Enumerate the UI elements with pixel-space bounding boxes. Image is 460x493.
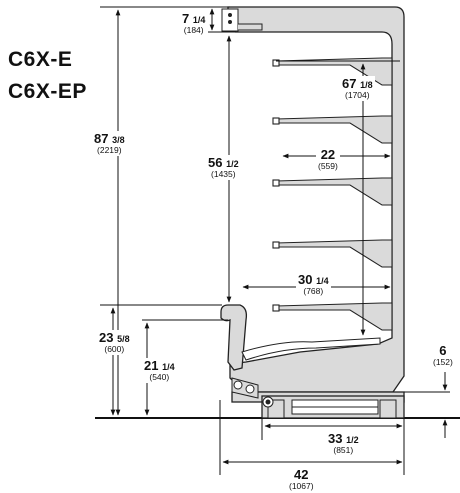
canopy-light xyxy=(221,8,263,32)
dim-display-opening: 56 1/2 (1435) xyxy=(206,155,241,180)
dim-deck-height: 21 1/4 (540) xyxy=(142,358,177,383)
shelf xyxy=(275,239,393,268)
dim-shelf-height: 67 1/8 (1704) xyxy=(340,76,375,101)
shelf xyxy=(275,302,393,331)
shelf-price-rail xyxy=(272,117,280,125)
dim-deck-depth: 30 1/4 (768) xyxy=(296,272,331,297)
dim-overall-depth: 42 (1067) xyxy=(287,467,316,492)
shelf-price-rail xyxy=(272,59,280,67)
dim-base-offset: 6 (152) xyxy=(431,343,455,368)
pipe-detail xyxy=(231,377,259,399)
dim-bumper-height: 23 5/8 (600) xyxy=(97,330,132,355)
dim-top-canopy: 7 1/4 (184) xyxy=(180,11,208,36)
dim-shelf-depth: 22 (559) xyxy=(316,147,340,172)
shelf-price-rail xyxy=(272,304,280,312)
shelf-price-rail xyxy=(272,241,280,249)
dim-overall-height: 87 3/8 (2219) xyxy=(92,131,127,156)
model-name-2: C6X-EP xyxy=(8,80,87,103)
deck-tray xyxy=(241,337,381,361)
base-details xyxy=(262,396,397,419)
shelf xyxy=(275,177,393,206)
dimension-lines xyxy=(110,8,448,465)
dim-base-depth: 33 1/2 (851) xyxy=(326,431,361,456)
shelf xyxy=(275,115,393,144)
shelf-price-rail xyxy=(272,179,280,187)
model-name-1: C6X-E xyxy=(8,48,73,71)
